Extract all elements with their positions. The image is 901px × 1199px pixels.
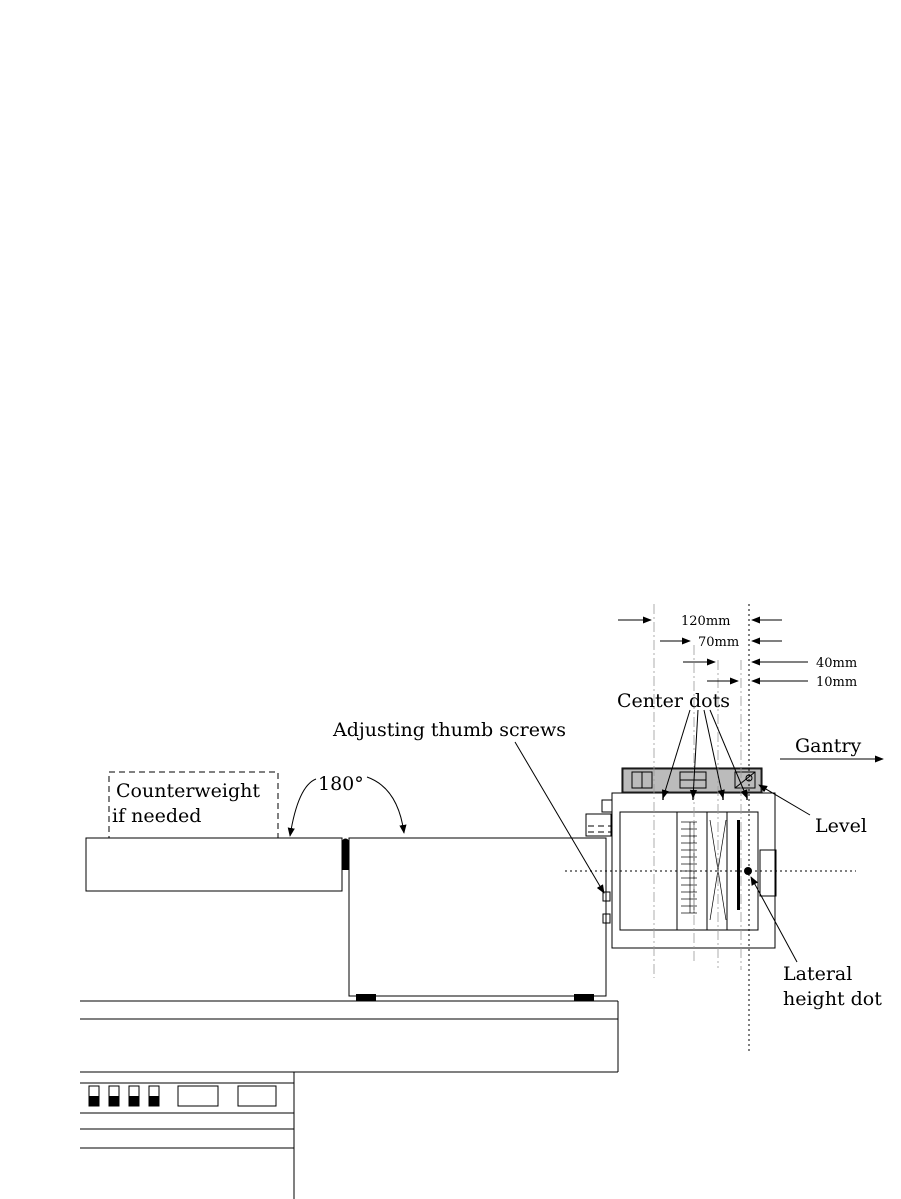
panel-switch xyxy=(148,1085,160,1107)
dimension-arrows xyxy=(618,616,808,685)
thumb-screws xyxy=(602,880,611,924)
dimension-40mm: 40mm xyxy=(816,656,857,671)
rotation-arc xyxy=(287,776,407,837)
level-label: Level xyxy=(815,815,867,837)
center-dots-label: Center dots xyxy=(617,690,730,712)
panel-display xyxy=(237,1085,277,1107)
panel-display xyxy=(177,1085,219,1107)
gantry-label: Gantry xyxy=(795,735,861,757)
treatment-couch xyxy=(80,1000,619,1073)
counterweight-box xyxy=(108,771,279,839)
panel-switch xyxy=(128,1085,140,1107)
lateral-dot-label-2: height dot xyxy=(783,988,882,1010)
dimension-120mm: 120mm xyxy=(681,614,730,629)
phantom-right-half xyxy=(348,837,607,1001)
panel-switch xyxy=(108,1085,120,1107)
counterweight-label-2: if needed xyxy=(112,805,201,827)
lateral-dot-label: Lateral xyxy=(783,963,852,985)
angle-label: 180° xyxy=(318,773,364,795)
dimension-10mm: 10mm xyxy=(816,675,857,690)
phantom-left-half xyxy=(85,837,343,892)
panel-switch xyxy=(88,1085,100,1107)
reference-lines xyxy=(565,604,856,1052)
phantom-end-view xyxy=(585,767,777,949)
callout-leaders xyxy=(514,709,884,963)
couch-control-panel xyxy=(80,1072,295,1199)
thumb-screws-label: Adjusting thumb screws xyxy=(332,719,566,741)
dimension-70mm: 70mm xyxy=(698,635,739,650)
phantom-hinge xyxy=(342,838,349,870)
counterweight-label: Counterweight xyxy=(116,780,260,802)
